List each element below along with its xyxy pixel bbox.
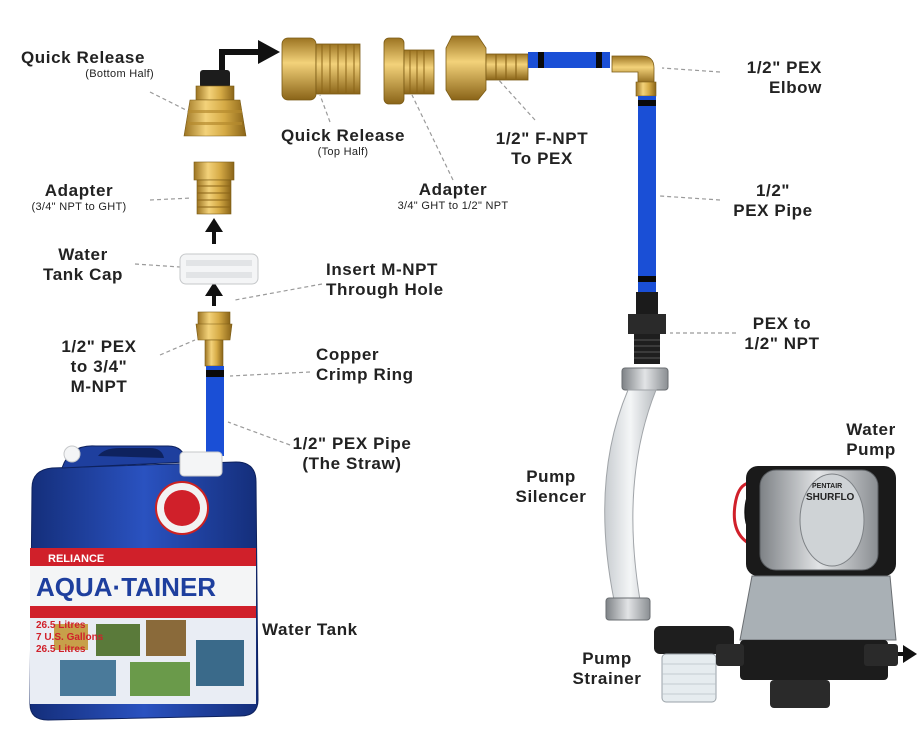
pex-to-npt-fitting [628,292,666,364]
label-pump-silencer: Pump Silencer [515,467,587,506]
label-quick-release-top: Quick Release (Top Half) [280,126,406,158]
label-pex-elbow: 1/2" PEX Elbow [746,58,822,97]
leader-lines [134,67,736,446]
leader-fnpt [496,77,536,121]
tank-volume-2: 7 U.S. Gallons [36,632,104,643]
water-tank: RELIANCE AQUA·TAINER 26.5 Litres 7 U.S. … [29,445,259,721]
leader-water-tank-cap [134,263,181,268]
label-water-tank-cap: Water Tank Cap [42,245,124,284]
arrow-up-to-right [219,49,262,72]
flow-arrows [205,40,917,663]
water-tank-cap [179,253,259,285]
label-pex-to-mnpt: 1/2" PEX to 3/4" M-NPT [61,337,137,396]
straw-pex-pipe [206,366,224,456]
leader-quick-release-top [319,94,331,123]
label-straw: 1/2" PEX Pipe (The Straw) [292,434,412,473]
pump-maker: PENTAIR [812,483,842,490]
label-pump-strainer: Pump Strainer [572,649,642,688]
fnpt-to-pex-fitting [445,35,529,101]
water-pump: SHURFLO PENTAIR [716,466,898,708]
adapter-ght-npt-fitting [383,37,435,105]
quick-release-bottom-fitting [183,70,247,137]
arrow-head-right [258,40,280,64]
tank-volume-1: 26.5 Litres [36,620,86,631]
arrow-head-up-adapter [205,218,223,232]
leader-insert [234,283,323,301]
label-insert-mnpt: Insert M-NPT Through Hole [326,260,444,299]
pex-elbow-fitting [611,55,657,97]
label-quick-release-bottom: Quick Release (Bottom Half) [20,48,154,80]
leader-quick-release-bottom [149,91,191,113]
arrow-head-out-pump [903,645,917,663]
label-water-pump: Water Pump [846,420,896,459]
leader-straw [227,421,291,446]
leader-pex-mnpt [159,339,196,356]
leader-adapter-mid [411,94,454,181]
label-adapter-npt-ght: Adapter (3/4" NPT to GHT) [31,181,127,213]
pump-silencer-hose [604,367,669,621]
label-adapter-ght-npt: Adapter 3/4" GHT to 1/2" NPT [397,180,509,212]
tank-product: AQUA·TAINER [36,572,216,602]
adapter-npt-ght-fitting [193,161,235,215]
quick-release-top-fitting [281,37,361,101]
pex-pipe-horizontal [528,52,610,68]
leader-copper [229,371,311,377]
label-pex-to-npt: PEX to 1/2" NPT [744,314,820,353]
label-fnpt-to-pex: 1/2" F-NPT To PEX [495,129,589,168]
pump-strainer [654,626,734,703]
leader-pex-elbow [661,67,721,73]
leader-pex-pipe [659,195,721,201]
arrow-head-up-cap [205,282,223,296]
leader-adapter-left [149,197,193,201]
pex-to-mnpt-fitting [195,311,233,367]
pump-brand: SHURFLO [806,492,855,503]
label-pex-pipe: 1/2" PEX Pipe [733,181,813,220]
pex-pipe-vertical-right [638,96,656,292]
label-copper-crimp-ring: Copper Crimp Ring [316,345,414,384]
label-water-tank: Water Tank [262,620,358,639]
tank-brand: RELIANCE [48,553,104,565]
tank-volume-3: 26.5 Litres [36,644,86,655]
